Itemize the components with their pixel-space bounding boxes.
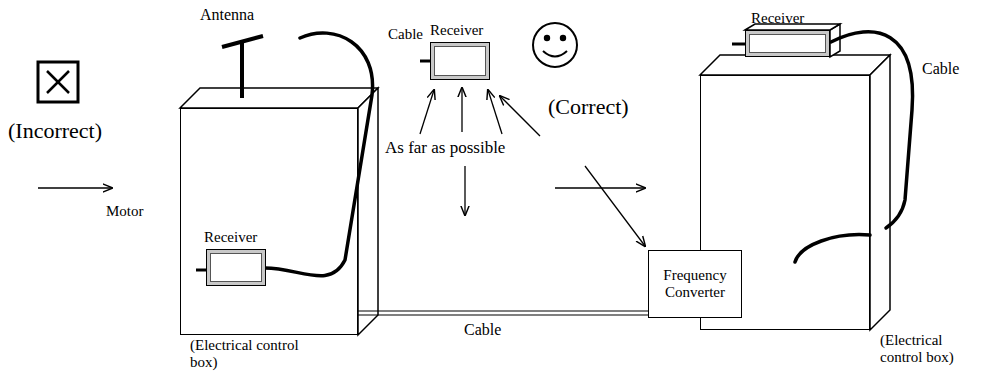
part-name: Cable bbox=[388, 26, 423, 43]
receiver-box: Receiver bbox=[430, 42, 490, 80]
incorrect-sign bbox=[38, 62, 78, 102]
control-box: (Electrical control box)Receiver bbox=[180, 108, 358, 335]
cable-connector bbox=[358, 311, 648, 315]
correct-smiley bbox=[533, 23, 577, 67]
node-title: Receiver bbox=[430, 22, 520, 39]
node-title: (Electrical control box) bbox=[190, 337, 300, 372]
status-note: (Incorrect) bbox=[8, 118, 102, 143]
cable-line bbox=[358, 314, 648, 315]
part-name: Cable bbox=[922, 60, 959, 78]
cable-line bbox=[358, 310, 648, 311]
left-box-faces bbox=[180, 88, 378, 335]
converter-box: Frequency Converter bbox=[648, 250, 742, 318]
part-name: Antenna bbox=[200, 6, 254, 24]
receiver-cables bbox=[265, 32, 913, 276]
node-title: (Electrical control box) bbox=[880, 332, 985, 367]
part-name: Motor bbox=[106, 203, 144, 220]
node-title: Receiver bbox=[204, 229, 294, 246]
instruction-note: As far as possible bbox=[385, 138, 505, 158]
edge-label: Cable bbox=[462, 321, 503, 339]
pointer-arrows bbox=[38, 88, 645, 246]
antenna-symbol bbox=[222, 36, 263, 98]
node-title: Frequency Converter bbox=[653, 267, 737, 302]
node-title: Receiver bbox=[751, 10, 841, 27]
receiver-box: Receiver bbox=[206, 249, 266, 286]
receiver-box: Receiver bbox=[745, 30, 830, 57]
status-note: (Correct) bbox=[548, 94, 629, 119]
